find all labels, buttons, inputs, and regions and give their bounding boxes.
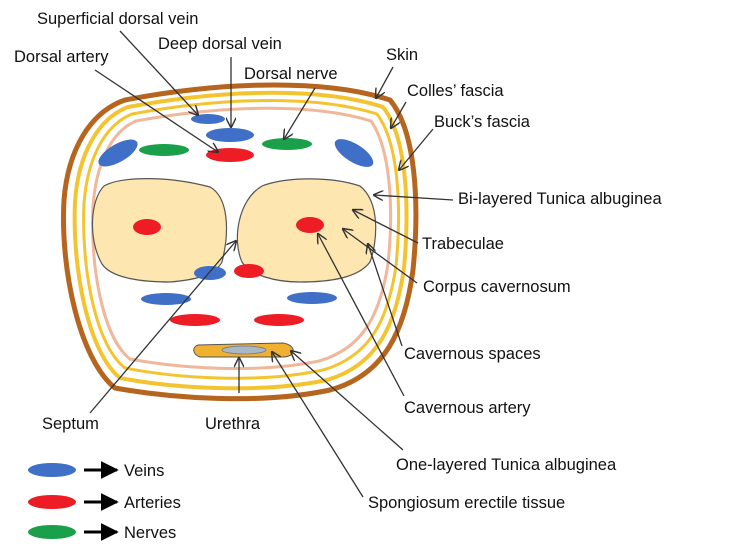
deep-dorsal-vein (206, 128, 254, 142)
label-superficial-dorsal-vein: Superficial dorsal vein (37, 10, 198, 28)
label-colles-fascia: Colles’ fascia (407, 82, 504, 100)
vein-center-left (194, 266, 226, 280)
dorsal-nerve-right (262, 138, 312, 150)
legend-artery-label: Arteries (124, 494, 181, 512)
label-skin: Skin (386, 46, 418, 64)
vein-lower-right (287, 292, 337, 304)
legend-vein-label: Veins (124, 462, 164, 480)
legend-nerve-swatch (28, 525, 76, 539)
artery-lower-right (254, 314, 304, 326)
label-spongiosum: Spongiosum erectile tissue (368, 494, 565, 512)
dorsal-artery (206, 148, 254, 162)
superficial-dorsal-vein (191, 114, 225, 124)
artery-lower-left (170, 314, 220, 326)
label-dorsal-nerve: Dorsal nerve (244, 65, 338, 83)
cavernous-artery-left (133, 219, 161, 235)
label-urethra: Urethra (205, 415, 261, 433)
label-corpus-cavernosum: Corpus cavernosum (423, 278, 571, 296)
label-onelayered-tunica: One-layered Tunica albuginea (396, 456, 617, 474)
leader-skin (376, 67, 393, 98)
urethra-lumen (222, 346, 266, 354)
legend: Veins Arteries Nerves (28, 462, 181, 542)
artery-center (234, 264, 264, 278)
label-cavernous-spaces: Cavernous spaces (404, 345, 541, 363)
label-bilayered-tunica: Bi-layered Tunica albuginea (458, 190, 662, 208)
label-trabeculae: Trabeculae (422, 235, 504, 253)
dorsal-nerve-left (139, 144, 189, 156)
label-bucks-fascia: Buck’s fascia (434, 113, 531, 131)
label-cavernous-artery: Cavernous artery (404, 399, 531, 417)
label-dorsal-artery: Dorsal artery (14, 48, 109, 66)
label-septum: Septum (42, 415, 99, 433)
legend-nerve-label: Nerves (124, 524, 176, 542)
cavernous-artery-right (296, 217, 324, 233)
label-deep-dorsal-vein: Deep dorsal vein (158, 35, 282, 53)
legend-artery-swatch (28, 495, 76, 509)
legend-vein-swatch (28, 463, 76, 477)
